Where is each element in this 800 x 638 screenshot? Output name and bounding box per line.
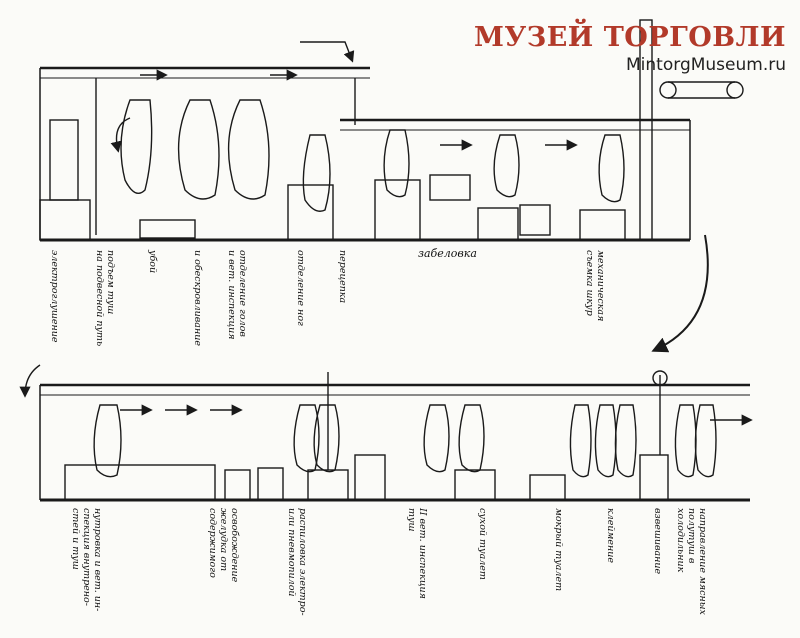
evisceration-table [64, 464, 216, 501]
stunning-pen [49, 119, 79, 201]
platform-4 [477, 207, 519, 241]
flow-arrow-top [300, 41, 355, 63]
carcass-b4 [423, 404, 450, 473]
top-station-label-line: съемка шкур [584, 250, 595, 316]
bottom-station-label: освобождениежелудка отсодержимого [207, 508, 240, 583]
top-center-label: забеловка [418, 247, 477, 260]
bottom-line-section [19, 364, 753, 502]
bottom-station-label-line: полутуш в [686, 508, 697, 564]
bottom-station-label-line: распиловка электро- [297, 508, 308, 616]
bottom-station-label: сухой туалет [477, 508, 488, 580]
carcass-b1 [93, 404, 122, 478]
bottom-station-label-line: освобождение [229, 508, 240, 583]
bottom-station-label-line: направление мясных [697, 508, 708, 615]
entry-arrow [19, 364, 41, 398]
bottom-station-label: мокрый туалет [553, 508, 564, 591]
bottom-station-label-line: содержимого [207, 508, 218, 578]
scale-dial [652, 370, 668, 386]
bottom-station-label: нутровка и вет. ин-спекция внутрено-стей… [70, 508, 103, 611]
carcass-6 [493, 134, 520, 198]
watermark-title: МУЗЕЙ ТОРГОВЛИ [473, 22, 786, 53]
top-line-labels: электроглушение подъем тушна подвесной пу… [49, 249, 606, 346]
top-station-label-line: электроглушение [49, 250, 60, 343]
carcass-b8 [614, 404, 637, 478]
bottom-station-label-line: сухой туалет [477, 508, 488, 580]
platform-2 [287, 184, 334, 241]
bottom-station-label-line: спекция внутрено- [81, 508, 92, 606]
winch-wheel [659, 81, 677, 99]
carcass-b10 [694, 404, 717, 478]
top-station-label-line: убой [147, 249, 158, 273]
top-station-label: отделение голови вет. инспекция [226, 250, 248, 340]
carcass-b2 [293, 404, 320, 473]
winch-wheel-2 [726, 81, 744, 99]
top-station-label: отделение ног [295, 250, 306, 326]
scale [639, 454, 669, 501]
saw-crate [354, 454, 386, 501]
top-station-label-line: перецепка [337, 250, 348, 303]
top-station-label-line: механическая [595, 250, 606, 321]
top-station-label: убой [147, 249, 158, 273]
carcass-4 [302, 134, 331, 212]
carcass-7 [598, 134, 625, 203]
platform-1 [139, 219, 196, 239]
stand-1 [257, 467, 284, 501]
carcass-2 [177, 99, 220, 200]
bottom-station-label-line: нутровка и вет. ин- [92, 508, 103, 611]
top-station-label: механическаясъемка шкур [584, 250, 606, 321]
top-station-label: подъем тушна подвесной путь [94, 250, 116, 346]
platform-3 [374, 179, 421, 241]
bottom-line-labels: нутровка и вет. ин-спекция внутрено-стей… [70, 507, 708, 616]
transfer-arrow [651, 234, 709, 353]
wash-platform [529, 474, 566, 501]
bottom-station-label: клеймение [605, 508, 616, 563]
flow-arrow-hoist [110, 117, 131, 153]
top-station-label-line: на подвесной путь [94, 250, 105, 346]
crate-2 [519, 204, 551, 236]
bottom-station-label-line: туш [406, 508, 417, 532]
crate-1 [429, 174, 471, 201]
top-station-label-line: отделение ног [295, 250, 306, 326]
bottom-station-label-line: II вет. инспекция [417, 507, 428, 599]
bottom-station-label-line: взвешивание [652, 508, 663, 575]
bottom-station-label: II вет. инспекциятуш [406, 507, 428, 599]
top-station-label: и обескровливание [192, 250, 203, 346]
bottom-station-label-line: желудка от [218, 508, 229, 571]
carcass-b5 [458, 404, 485, 473]
top-station-label-line: и вет. инспекция [226, 250, 237, 340]
bottom-station-label-line: мокрый туалет [553, 508, 564, 591]
top-station-label: электроглушение [49, 250, 60, 343]
bottom-station-label-line: клеймение [605, 508, 616, 563]
bottom-station-label: взвешивание [652, 508, 663, 575]
bottom-station-label: направление мясныхполутуш вхолодильник [675, 508, 708, 615]
top-station-label: перецепка [337, 250, 348, 303]
carcass-1 [120, 99, 153, 194]
carcass-3 [227, 99, 270, 200]
stunning-platform [39, 199, 91, 241]
lift-column [639, 19, 653, 241]
watermark-site: MintorgMuseum.ru [626, 55, 786, 75]
bottom-station-label: распиловка электро-или пневмопилой [286, 508, 308, 616]
carcass-5 [383, 129, 410, 198]
carcass-b6 [569, 404, 592, 478]
bottom-station-label-line: стей и туш [70, 508, 81, 570]
top-station-label-line: и обескровливание [192, 250, 203, 346]
chute [224, 469, 251, 501]
bottom-station-label-line: или пневмопилой [286, 508, 297, 597]
carcass-b7 [594, 404, 617, 478]
platform-5 [579, 209, 626, 241]
top-station-label-line: подъем туш [105, 250, 116, 314]
carcass-b3 [313, 404, 340, 473]
carcass-b9 [674, 404, 697, 478]
bottom-station-label-line: холодильник [675, 508, 686, 573]
top-line-section [39, 19, 744, 353]
top-station-label-line: отделение голов [237, 250, 248, 337]
saw-platform [307, 469, 349, 501]
inspection-platform [454, 469, 496, 501]
